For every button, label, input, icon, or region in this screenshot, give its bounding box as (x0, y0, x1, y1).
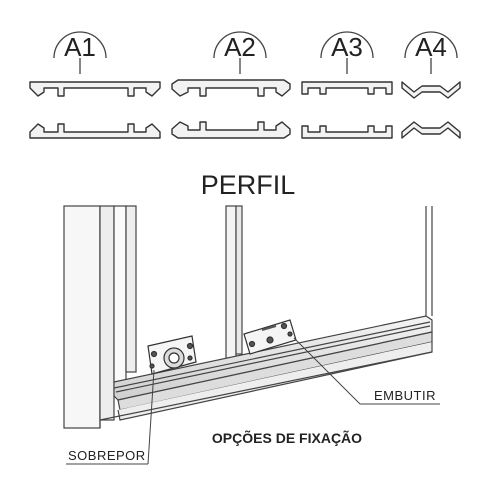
profile-a2-bottom (171, 121, 291, 139)
profile-label-text: A1 (64, 32, 96, 62)
profile-label-a1: A1 (53, 31, 107, 74)
profile-a1-bottom (29, 123, 161, 139)
profile-a1-top (29, 81, 161, 97)
sobrepor-mount (147, 335, 197, 375)
profile-label-text: A3 (331, 32, 363, 62)
callout-embutir-leader (293, 337, 440, 405)
profile-label-text: A4 (415, 32, 447, 62)
profile-label-text: A2 (224, 32, 256, 62)
profile-a3-bottom (301, 125, 393, 139)
callout-sobrepor-label: SOBREPOR (68, 448, 146, 463)
profile-a3-top (301, 81, 393, 95)
profile-label-a3: A3 (320, 31, 374, 74)
callout-sobrepor-leader (66, 369, 155, 465)
profile-label-a4: A4 (404, 31, 458, 74)
callout-embutir-label: EMBUTIR (374, 388, 436, 403)
door-frame-drawing (63, 205, 433, 429)
profile-a4-bottom (401, 121, 461, 139)
profile-a4-top (401, 81, 461, 99)
profile-a2-top (171, 79, 291, 97)
profile-label-a2: A2 (213, 31, 267, 74)
title-perfil: PERFIL (201, 170, 296, 200)
subtitle-opcoes-fixacao: OPÇÕES DE FIXAÇÃO (212, 429, 362, 446)
